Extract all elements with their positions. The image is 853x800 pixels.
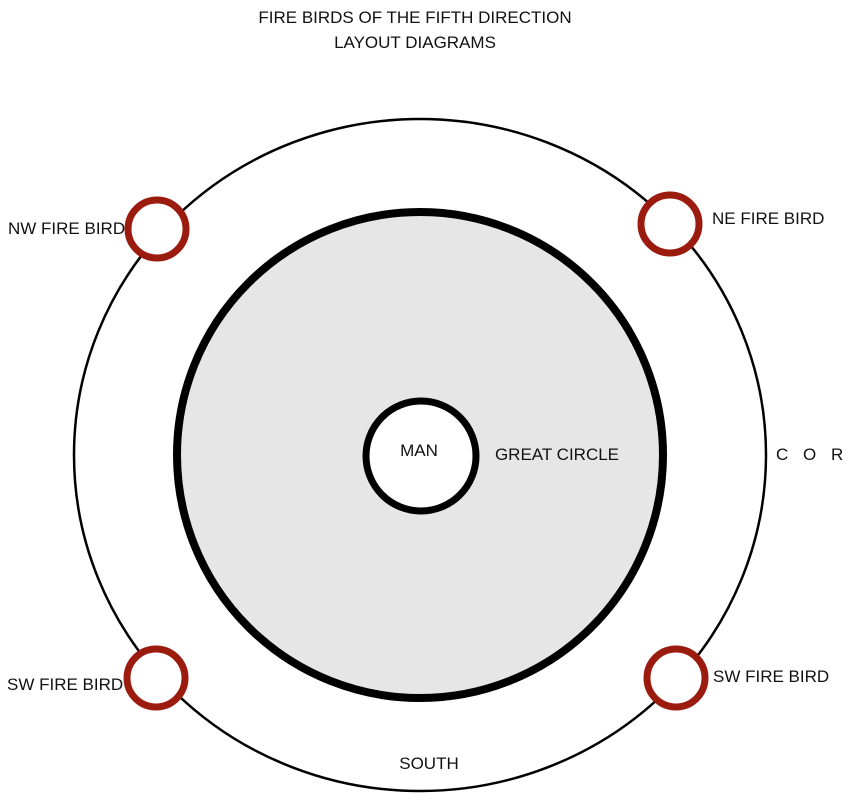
nw-fire-bird-marker: [124, 196, 190, 262]
man-label: MAN: [400, 441, 438, 460]
sw-fire-bird-label-right: SW FIRE BIRD: [713, 667, 829, 686]
core-outer-circle: [72, 117, 768, 793]
ne-fire-bird-marker: [637, 191, 703, 257]
sw-fire-bird-label-left: SW FIRE BIRD: [7, 675, 123, 694]
ne-fire-bird-label: NE FIRE BIRD: [712, 209, 824, 228]
sw-fire-bird-marker-left: [123, 645, 189, 711]
sw-fire-bird-marker-right: [643, 645, 709, 711]
man-circle: [362, 397, 480, 515]
great-circle-label: GREAT CIRCLE: [495, 445, 619, 464]
title-line-2: LAYOUT DIAGRAMS: [334, 33, 496, 52]
title-line-1: FIRE BIRDS OF THE FIFTH DIRECTION: [258, 8, 571, 27]
nw-fire-bird-label: NW FIRE BIRD: [8, 219, 125, 238]
core-label: C O R E: [776, 445, 853, 464]
south-label: SOUTH: [399, 754, 459, 773]
